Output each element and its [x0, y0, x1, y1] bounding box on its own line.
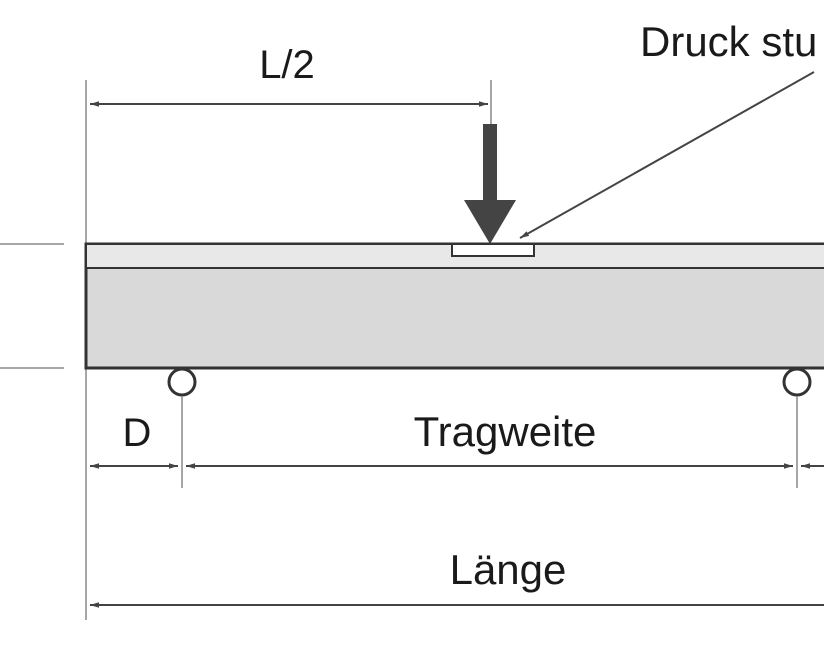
load-stamp-label: Druck stu: [640, 18, 817, 65]
right-support-roller: [782, 367, 812, 397]
load-stamp-pointer: [519, 71, 815, 239]
left-support-roller: [167, 367, 197, 397]
half-length-label: L/2: [259, 43, 315, 87]
load-arrow-shaft: [483, 124, 497, 204]
length-label: Länge: [450, 546, 567, 593]
overhang-label: D: [123, 411, 152, 455]
load-stamp-plate: [451, 243, 535, 257]
span-label: Tragweite: [414, 408, 597, 455]
load-arrow-head: [464, 200, 516, 244]
